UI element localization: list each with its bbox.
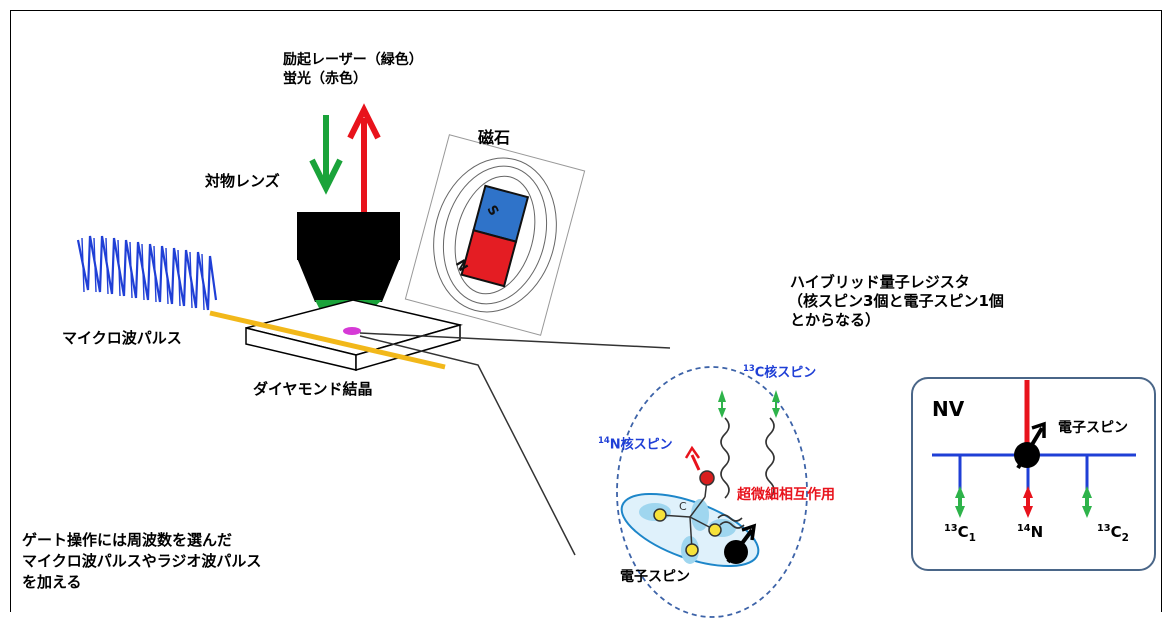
c1-sub: 1 (968, 532, 976, 544)
excitation-laser-arrow (309, 115, 343, 195)
microwave-label: マイクロ波パルス (62, 329, 182, 347)
n-sup: 14 (1017, 523, 1031, 534)
objective-label: 対物レンズ (205, 172, 280, 190)
magnet (404, 134, 586, 336)
register-line3: とからなる） (790, 311, 881, 329)
electron-spin-label: 電子スピン (620, 569, 690, 585)
c1-label: 13C1 (944, 523, 976, 545)
laser-label-line2: 蛍光（赤色） (283, 71, 367, 87)
c13-spin-text: C核スピン (754, 365, 817, 381)
c1-sup: 13 (944, 523, 958, 534)
c13-spin-sup: 13 (743, 363, 755, 373)
laser-label-line1: 励起レーザー（緑色） (283, 52, 423, 68)
c2-sup: 13 (1097, 523, 1111, 534)
fluorescence-arrow (347, 103, 381, 212)
figure-frame (10, 10, 1162, 612)
carbon-atom-label: C (679, 500, 687, 513)
register-line2: （核スピン3個と電子スピン1個 (788, 292, 1004, 310)
zoom-lines (359, 332, 671, 556)
magnet-label: 磁石 (478, 128, 511, 147)
gate-line1: ゲート操作には周波数を選んだ (22, 531, 233, 549)
n-main: N (1030, 523, 1044, 541)
nv-cluster (616, 366, 808, 618)
hyperfine-label: 超微細相互作用 (737, 487, 835, 503)
c1-main: C (957, 523, 969, 541)
microwave-coil (76, 235, 218, 311)
gate-line2: マイクロ波パルスやラジオ波パルス (22, 552, 262, 570)
nv-electron-spin-label: 電子スピン (1058, 420, 1128, 436)
n14-spin-label: 14N核スピン (598, 435, 673, 454)
c2-sub: 2 (1121, 532, 1129, 544)
c13-spin-label: 13C核スピン (743, 363, 816, 382)
register-line1: ハイブリッド量子レジスタ (790, 273, 970, 291)
nv-register-box (911, 377, 1156, 571)
diamond-crystal (245, 299, 463, 371)
c2-label: 13C2 (1097, 523, 1129, 545)
microwave-line (209, 310, 446, 370)
n14-spin-text: N核スピン (609, 437, 673, 453)
nv-label: NV (932, 397, 965, 421)
c2-main: C (1110, 523, 1122, 541)
diamond-label: ダイヤモンド結晶 (253, 380, 373, 398)
gate-line3: を加える (22, 573, 82, 591)
n14-label: 14N (1017, 523, 1043, 542)
n14-spin-sup: 14 (598, 435, 610, 445)
